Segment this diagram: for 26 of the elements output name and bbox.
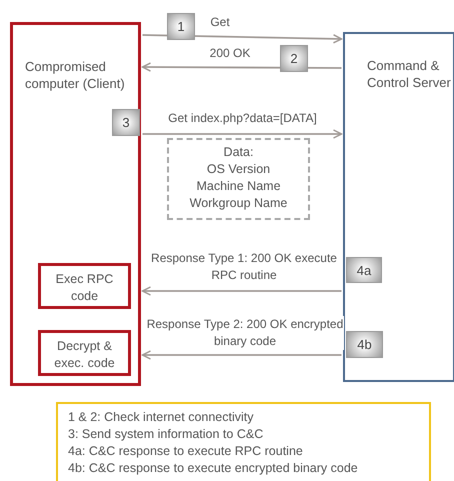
arrow (142, 350, 342, 360)
node-label: Data: (222, 144, 254, 161)
node-label: Exec RPC code (54, 271, 114, 305)
edge-label: Response Type 2: 200 OK encrypted binary code (146, 316, 344, 350)
node-label: Decrypt & exec. code (53, 338, 116, 372)
node-label: 4a: C&C response to execute RPC routine (68, 443, 304, 460)
step-number-badge: 3 (112, 109, 140, 136)
process-box (38, 330, 131, 376)
node-label: Compromised computer (Client) (25, 58, 126, 92)
step-number-badge: 2 (280, 45, 308, 72)
node-label: Machine Name (195, 178, 282, 195)
note-box (56, 402, 431, 481)
data-box (167, 138, 310, 220)
node-label: Workgroup Name (188, 195, 288, 212)
node-label: OS Version (206, 161, 272, 178)
process-box (38, 263, 131, 309)
step-number-badge: 4a (346, 257, 382, 283)
client-box (10, 22, 141, 386)
node-label: 4b: C&C response to execute encrypted binary code (68, 460, 359, 477)
step-number-badge: 4b (346, 331, 383, 358)
step-number-badge: 1 (167, 13, 195, 40)
node-label: Command & Control Server (367, 57, 452, 91)
arrow (142, 286, 342, 296)
node-label: 1 & 2: Check internet connectivity (68, 409, 255, 426)
arrow (142, 129, 342, 139)
node-label: 3: Send system information to C&C (68, 426, 264, 443)
